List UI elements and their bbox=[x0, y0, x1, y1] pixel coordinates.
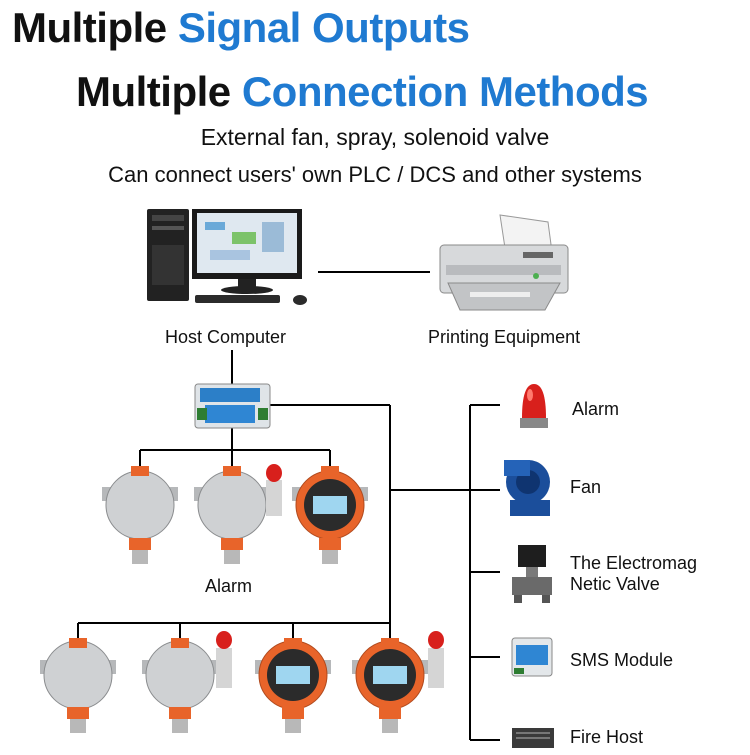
gas-detector-icon bbox=[40, 638, 116, 733]
output-label-alarm: Alarm bbox=[572, 399, 620, 419]
gas-detector-display-icon bbox=[292, 466, 368, 564]
gas-detector-display-icon bbox=[255, 638, 331, 733]
headline-2: Multiple Connection Methods bbox=[76, 68, 649, 115]
connection-lines bbox=[77, 271, 500, 741]
subtitle-1: External fan, spray, solenoid valve bbox=[200, 124, 550, 150]
output-label-valve: The Electromag Netic Valve bbox=[570, 553, 698, 594]
gas-detector-icon bbox=[194, 464, 282, 564]
controller-module-icon bbox=[194, 383, 271, 429]
alarm-light-icon bbox=[520, 384, 548, 428]
printer-label: Printing Equipment bbox=[428, 327, 581, 347]
gas-detector-icon bbox=[142, 631, 232, 733]
host-computer-icon bbox=[147, 209, 307, 305]
detector-group-label: Alarm bbox=[205, 576, 253, 596]
subtitle-2: Can connect users' own PLC / DCS and oth… bbox=[108, 162, 642, 187]
printer-icon bbox=[439, 214, 569, 311]
output-label-fan: Fan bbox=[570, 477, 602, 497]
output-label-sms: SMS Module bbox=[570, 650, 674, 670]
output-label-fire-host: Fire Host bbox=[570, 727, 644, 747]
fan-icon bbox=[504, 460, 550, 516]
solenoid-valve-icon bbox=[512, 545, 552, 603]
gas-detector-icon bbox=[102, 466, 178, 564]
headline-1: Multiple Signal Outputs bbox=[12, 4, 470, 51]
sms-module-icon bbox=[511, 637, 553, 677]
gas-detector-display-icon bbox=[352, 631, 444, 733]
host-computer-label: Host Computer bbox=[165, 327, 287, 347]
fire-host-icon bbox=[512, 728, 554, 748]
